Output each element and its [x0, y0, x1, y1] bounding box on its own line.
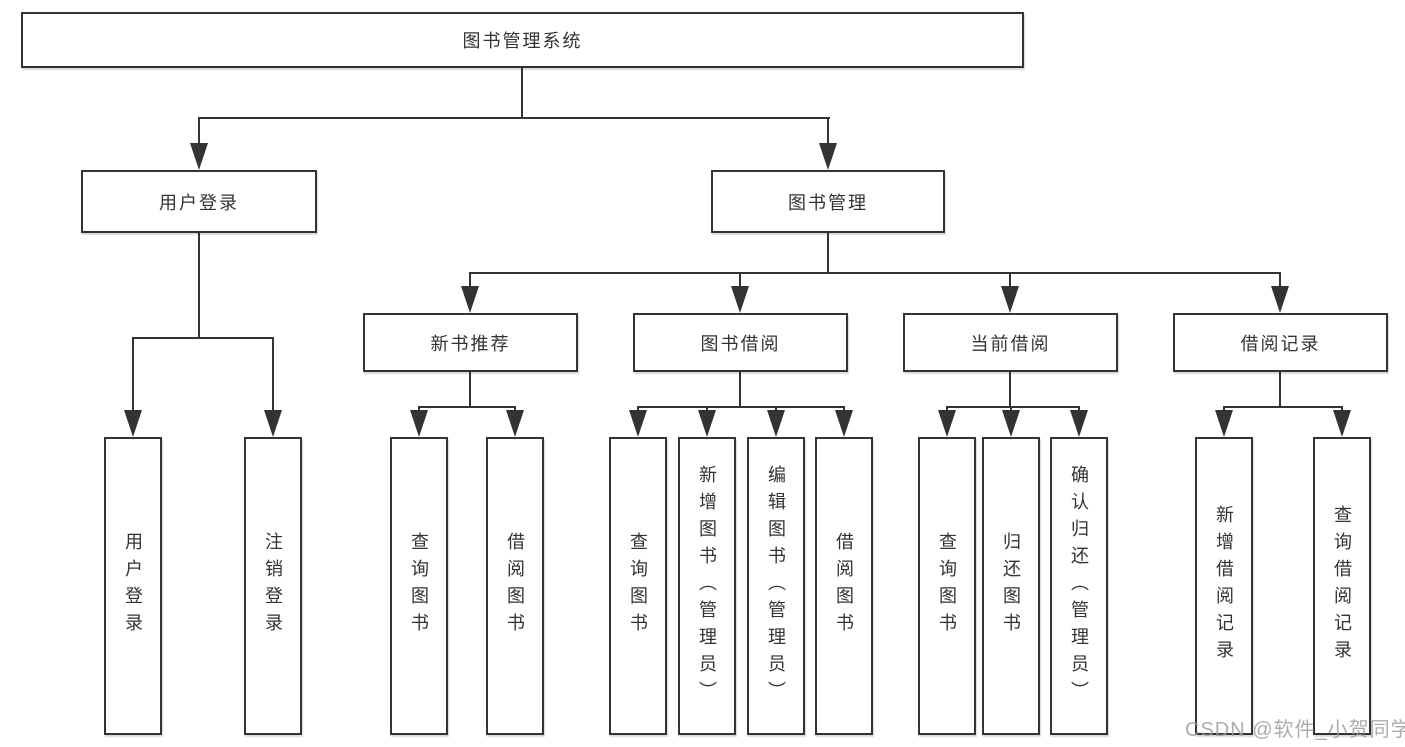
- connector-line: [469, 272, 1281, 274]
- node-user-login: 用户登录: [81, 170, 317, 233]
- leaf-query-borrow-record: 查询借阅记录: [1313, 437, 1371, 735]
- connector-line: [469, 372, 471, 407]
- arrowhead: [1215, 410, 1233, 437]
- leaf-query-books: 查询图书: [390, 437, 448, 735]
- node-label: 图书管理: [788, 192, 868, 213]
- arrowhead: [461, 286, 479, 313]
- leaf-query-books: 查询图书: [609, 437, 667, 735]
- node-label: 借阅记录: [1240, 333, 1321, 354]
- arrowhead: [410, 410, 428, 437]
- node-label: 查询借阅记录: [1332, 505, 1352, 667]
- leaf-query-books: 查询图书: [918, 437, 976, 735]
- connector-line: [739, 372, 741, 407]
- arrowhead: [1002, 410, 1020, 437]
- connector-line: [132, 337, 274, 339]
- connector-line: [946, 406, 1080, 408]
- node-label: 新增图书（管理员）: [697, 464, 717, 708]
- node-current-borrowing: 当前借阅: [903, 313, 1118, 372]
- arrowhead: [819, 143, 837, 170]
- leaf-return-books: 归还图书: [982, 437, 1040, 735]
- arrowhead: [506, 410, 524, 437]
- connector-line: [198, 117, 200, 167]
- connector-line: [1279, 372, 1281, 407]
- connector-line: [521, 68, 523, 118]
- node-label: 归还图书: [1001, 532, 1021, 640]
- connector-line: [418, 406, 516, 408]
- node-new-book-recommendation: 新书推荐: [363, 313, 578, 372]
- node-book-management: 图书管理: [711, 170, 945, 233]
- leaf-confirm-return-admin: 确认归还（管理员）: [1050, 437, 1108, 735]
- arrowhead: [629, 410, 647, 437]
- node-label: 用户登录: [159, 192, 239, 213]
- connector-line: [198, 233, 200, 339]
- leaf-add-books-admin: 新增图书（管理员）: [678, 437, 736, 735]
- node-label: 编辑图书（管理员）: [766, 464, 786, 708]
- connector-line: [132, 337, 134, 432]
- node-label: 查询图书: [628, 532, 648, 640]
- connector-line: [827, 117, 829, 167]
- leaf-user-login: 用户登录: [104, 437, 162, 735]
- node-label: 图书借阅: [700, 333, 781, 354]
- leaf-borrow-books: 借阅图书: [815, 437, 873, 735]
- arrowhead: [938, 410, 956, 437]
- connector-line: [637, 406, 845, 408]
- node-label: 借阅图书: [505, 532, 525, 640]
- node-book-borrowing: 图书借阅: [633, 313, 848, 372]
- node-label: 注销登录: [263, 532, 283, 640]
- leaf-logout: 注销登录: [244, 437, 302, 735]
- node-label: 确认归还（管理员）: [1069, 464, 1089, 708]
- connector-line: [1009, 372, 1011, 407]
- connector-line: [827, 233, 829, 274]
- node-borrowing-records: 借阅记录: [1173, 313, 1388, 372]
- arrowhead: [835, 410, 853, 437]
- node-label: 查询图书: [937, 532, 957, 640]
- node-library-management-system: 图书管理系统: [21, 12, 1024, 68]
- leaf-edit-books-admin: 编辑图书（管理员）: [747, 437, 805, 735]
- node-label: 查询图书: [409, 532, 429, 640]
- arrowhead: [767, 410, 785, 437]
- node-label: 借阅图书: [834, 532, 854, 640]
- arrowhead: [1001, 286, 1019, 313]
- leaf-add-borrow-record: 新增借阅记录: [1195, 437, 1253, 735]
- arrowhead: [264, 410, 282, 437]
- arrowhead: [124, 410, 142, 437]
- arrowhead: [698, 410, 716, 437]
- arrowhead: [731, 286, 749, 313]
- arrowhead: [1333, 410, 1351, 437]
- node-label: 当前借阅: [970, 333, 1051, 354]
- node-label: 图书管理系统: [462, 31, 583, 51]
- arrowhead: [190, 143, 208, 170]
- node-label: 新书推荐: [430, 333, 511, 354]
- node-label: 新增借阅记录: [1214, 505, 1234, 667]
- arrowhead: [1271, 286, 1289, 313]
- connector-line: [1223, 406, 1343, 408]
- arrowhead: [1070, 410, 1088, 437]
- leaf-borrow-books: 借阅图书: [486, 437, 544, 735]
- csdn-watermark: CSDN @软件_小贺同学: [1185, 719, 1405, 741]
- node-label: 用户登录: [123, 532, 143, 640]
- connector-line: [272, 337, 274, 432]
- connector-line: [198, 117, 830, 119]
